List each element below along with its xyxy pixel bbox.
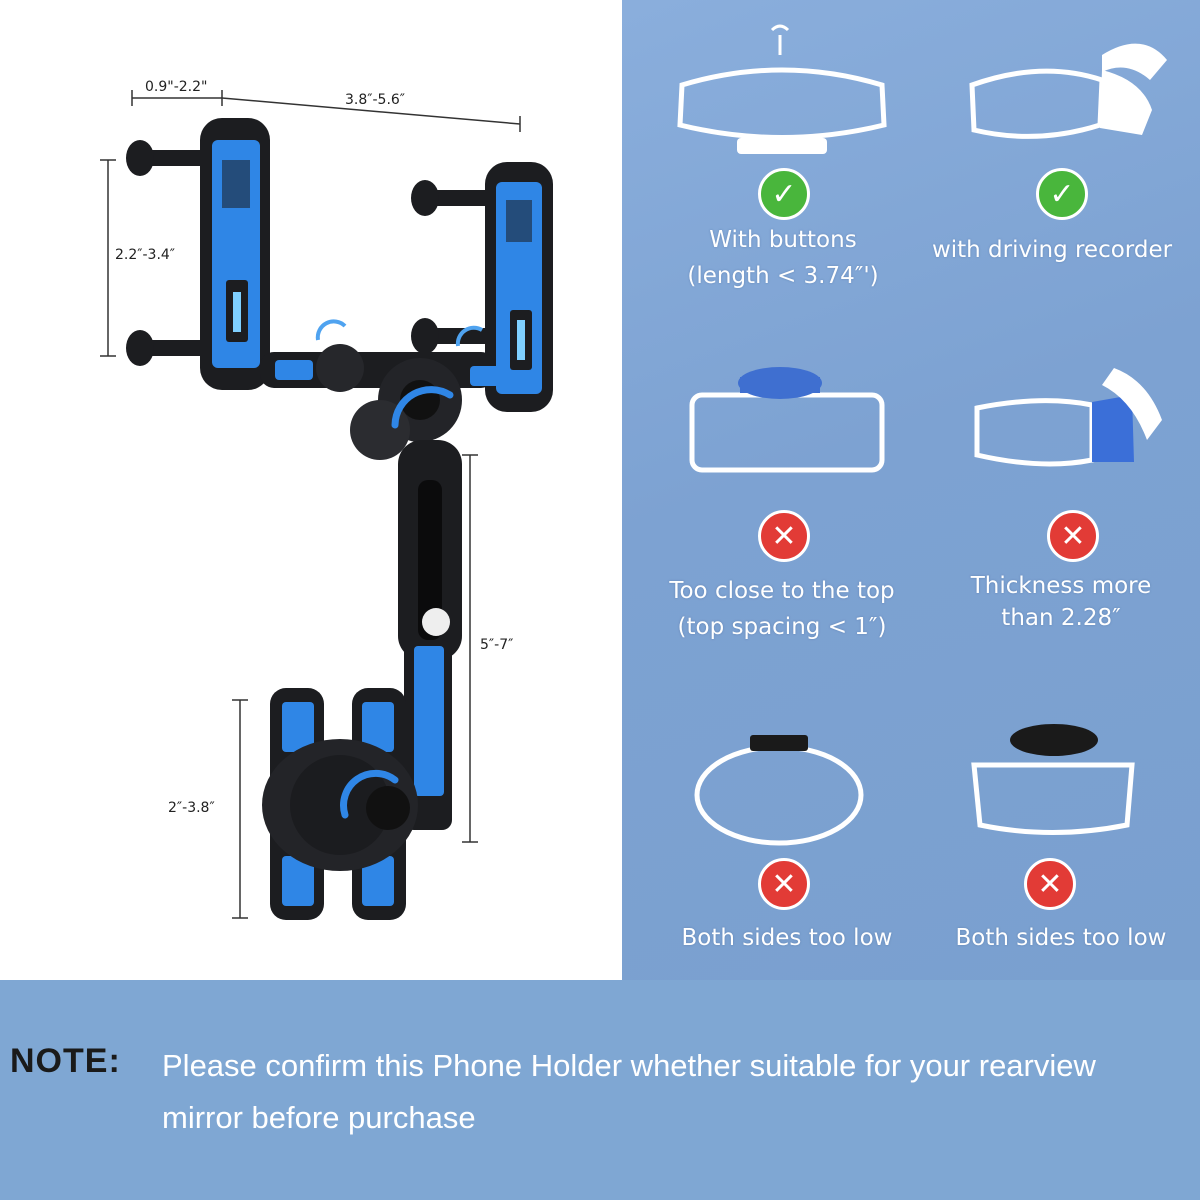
caption-line: (length < 3.74″') <box>687 263 879 289</box>
note-text: Please confirm this Phone Holder whether… <box>162 1048 1096 1135</box>
caption-line: with driving recorder <box>931 237 1173 263</box>
cross-icon: ✕ <box>758 858 810 910</box>
width-range-label: 3.8″-5.6″ <box>345 92 406 108</box>
cross-icon: ✕ <box>1047 510 1099 562</box>
caption-line: Both sides too low <box>681 925 893 951</box>
caption-line: Both sides too low <box>955 925 1167 951</box>
phone-width-label: 2″-3.8″ <box>168 800 215 816</box>
note-label: NOTE: <box>10 1042 121 1080</box>
compatibility-panel: ✓ ✓ ✕ ✕ ✕ ✕ With buttons (length < 3.74″… <box>622 0 1200 980</box>
mirror-illustrations <box>677 24 1167 846</box>
cross-icon: ✕ <box>758 510 810 562</box>
caption-line: Too close to the top <box>669 578 895 604</box>
cross-icon: ✕ <box>1024 858 1076 910</box>
caption-line: Thickness more <box>970 573 1152 599</box>
clip-depth-label: 0.9"-2.2" <box>145 79 208 95</box>
phone-holder-illustration <box>100 90 553 920</box>
caption-both-sides-low: Both sides too low <box>922 920 1200 956</box>
caption-with-buttons: With buttons (length < 3.74″') <box>652 222 914 294</box>
product-dimensions-panel: 0.9"-2.2" 3.8″-5.6″ 2.2″-3.4″ 5″-7″ 2″-3… <box>0 0 622 980</box>
caption-line: than 2.28″ <box>1001 605 1121 631</box>
check-icon: ✓ <box>758 168 810 220</box>
caption-line: With buttons <box>709 227 857 253</box>
arm-length-label: 5″-7″ <box>480 637 514 653</box>
note-bar <box>0 980 1200 1200</box>
caption-both-sides-low: Both sides too low <box>642 920 932 956</box>
caption-driving-recorder: with driving recorder <box>914 232 1190 268</box>
caption-too-close-top: Too close to the top (top spacing < 1″) <box>632 573 932 645</box>
caption-line: (top spacing < 1″) <box>677 614 887 640</box>
caption-thickness: Thickness more than 2.28″ <box>922 570 1200 634</box>
clip-height-label: 2.2″-3.4″ <box>115 247 176 263</box>
check-icon: ✓ <box>1036 168 1088 220</box>
